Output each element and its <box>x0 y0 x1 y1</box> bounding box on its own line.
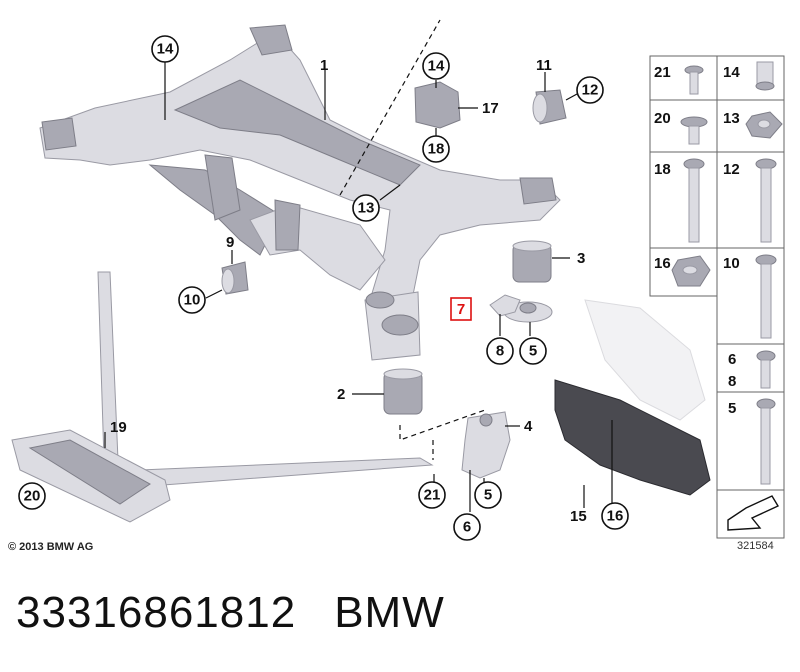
callout-18-mid: 18 <box>422 135 450 163</box>
parts-diagram: 14 1 14 17 18 11 12 13 9 10 3 7 8 5 2 4 … <box>11 19 785 541</box>
rear-subframe <box>39 24 561 361</box>
callout-19: 19 <box>110 419 127 436</box>
svg-text:16: 16 <box>607 508 624 525</box>
footer-caption: 33316861812 BMW <box>16 588 483 638</box>
bracket-part-7 <box>489 294 521 317</box>
callout-9: 9 <box>226 234 234 251</box>
callout-17: 17 <box>482 100 499 117</box>
svg-text:5: 5 <box>529 343 537 360</box>
callout-5-low: 5 <box>474 481 502 509</box>
callout-20: 20 <box>18 482 46 510</box>
flange-nut-icon <box>671 255 711 287</box>
callout-12: 12 <box>576 76 604 104</box>
bushing-part-12 <box>532 89 567 125</box>
legend-num-14: 14 <box>723 64 740 81</box>
callout-7-highlighted: 7 <box>450 297 472 321</box>
legend-num-6: 6 <box>728 351 736 368</box>
bushing-part-14 <box>414 81 461 129</box>
long-bolt-icon <box>756 398 776 485</box>
flange-screw-icon <box>680 116 708 145</box>
svg-text:6: 6 <box>463 519 471 536</box>
control-arm-ghost <box>584 299 706 421</box>
callout-3: 3 <box>577 250 585 267</box>
legend-num-16: 16 <box>654 255 671 272</box>
extra-long-bolt-icon <box>755 254 777 339</box>
callout-8: 8 <box>486 337 514 365</box>
legend-num-8: 8 <box>728 373 736 390</box>
legend-num-5: 5 <box>728 400 736 417</box>
copyright-notice: © 2013 BMW AG <box>8 541 94 553</box>
svg-text:5: 5 <box>484 487 492 504</box>
callout-21: 21 <box>418 481 446 509</box>
direction-arrow-icon <box>727 495 780 531</box>
svg-text:12: 12 <box>582 82 599 99</box>
assembly-line <box>339 19 441 196</box>
svg-text:10: 10 <box>184 292 201 309</box>
callout-15: 15 <box>570 508 587 525</box>
callout-14-top: 14 <box>151 35 179 63</box>
legend-num-21: 21 <box>654 64 671 81</box>
svg-text:14: 14 <box>428 58 445 75</box>
fastener-legend: 21 14 20 13 18 12 16 10 6 8 5 <box>649 55 785 539</box>
callout-11: 11 <box>536 57 552 74</box>
callout-10: 10 <box>178 286 206 314</box>
rubber-mount-part-2 <box>383 368 423 415</box>
legend-num-10: 10 <box>723 255 740 272</box>
callout-16: 16 <box>601 502 629 530</box>
svg-text:18: 18 <box>428 141 445 158</box>
legend-num-18: 18 <box>654 161 671 178</box>
sleeve-nut-icon <box>755 61 775 91</box>
short-bolt-icon <box>756 350 776 389</box>
legend-num-12: 12 <box>723 161 740 178</box>
callout-5-mid: 5 <box>519 337 547 365</box>
callout-6: 6 <box>453 513 481 541</box>
assembly-line <box>399 409 486 441</box>
bracket-part-4 <box>461 411 511 479</box>
svg-text:20: 20 <box>24 488 41 505</box>
plate-part-20 <box>11 429 171 523</box>
callout-14-mid: 14 <box>422 52 450 80</box>
rubber-mount-part-3 <box>512 240 552 283</box>
diagram-number: 321584 <box>737 540 774 552</box>
callout-4: 4 <box>524 418 533 435</box>
legend-num-13: 13 <box>723 110 740 127</box>
long-bolt-icon <box>683 158 705 243</box>
long-bolt-icon <box>755 158 777 243</box>
callout-1: 1 <box>320 57 328 74</box>
svg-text:14: 14 <box>157 41 174 58</box>
bushing-part-10 <box>221 261 249 295</box>
svg-text:7: 7 <box>457 301 465 318</box>
part-number: 33316861812 <box>16 588 297 637</box>
small-bolt-icon <box>684 65 704 95</box>
hex-nut-icon <box>745 111 783 139</box>
leader-lines <box>104 60 613 512</box>
svg-text:21: 21 <box>424 487 441 504</box>
brand-name: BMW <box>334 588 445 637</box>
callout-2: 2 <box>337 386 345 403</box>
legend-num-20: 20 <box>654 110 671 127</box>
underbody-shield-part-15 <box>554 379 711 496</box>
svg-text:13: 13 <box>358 200 375 217</box>
callout-13: 13 <box>352 194 380 222</box>
svg-text:8: 8 <box>496 343 504 360</box>
